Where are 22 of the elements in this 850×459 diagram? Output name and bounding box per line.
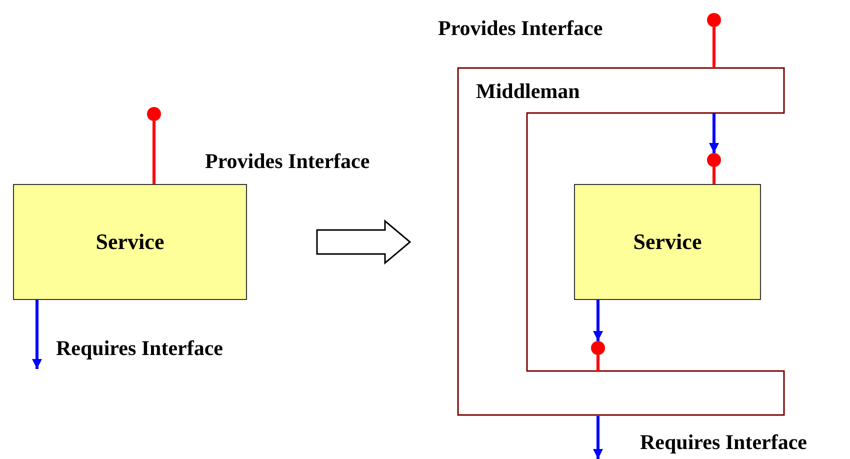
socket-dot [591, 341, 605, 355]
socket-dot [707, 153, 721, 167]
connector-line [712, 27, 716, 67]
connector-line [152, 121, 156, 184]
arrow [593, 416, 603, 459]
interface-label: Provides Interface [205, 149, 370, 174]
socket-dot [707, 13, 721, 27]
socket-dot [147, 107, 161, 121]
arrow [32, 300, 42, 369]
component-box [574, 184, 761, 300]
component-name: Service [633, 229, 702, 255]
interface-label: Provides Interface [438, 16, 603, 41]
connector-line [712, 167, 716, 184]
interface-label: Requires Interface [56, 336, 223, 361]
arrow [709, 113, 719, 153]
connector-line [596, 355, 600, 371]
component-name: Service [96, 229, 164, 255]
arrow [593, 300, 603, 341]
interface-label: Requires Interface [640, 430, 807, 455]
component-name: Middleman [476, 79, 580, 104]
block-arrow [316, 219, 412, 265]
component-box [13, 184, 247, 300]
